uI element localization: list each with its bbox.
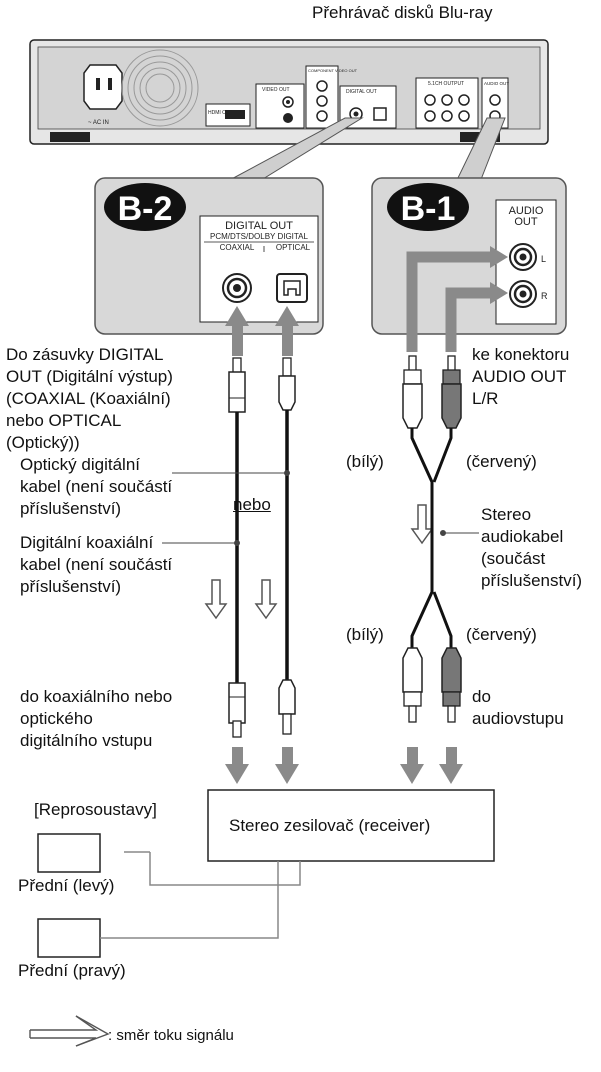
optical-cable-label: Optický digitální kabel (není součástí p… bbox=[20, 455, 173, 518]
white-bottom-label: (bílý) bbox=[346, 625, 384, 644]
coaxial-cable bbox=[228, 357, 246, 738]
panel-b2: B-2 DIGITAL OUT PCM/DTS/DOLBY DIGITAL CO… bbox=[94, 177, 324, 335]
multichannel-ports: 5.1CH OUTPUT bbox=[415, 77, 479, 129]
b1-left-label: L bbox=[541, 254, 546, 264]
video-out-label: VIDEO OUT bbox=[262, 87, 290, 93]
digital-cable-arrows bbox=[225, 306, 299, 356]
badge-b1 bbox=[387, 183, 469, 231]
b2-coaxial-label: COAXIAL bbox=[220, 243, 255, 252]
component-label: COMPONENT VIDEO OUT bbox=[308, 68, 358, 73]
badge-b2-label: B-2 bbox=[118, 190, 173, 228]
hdmi-port: HDMI OUT bbox=[205, 103, 251, 127]
audio-input-label: do audiovstupu bbox=[472, 687, 564, 728]
component-ports: COMPONENT VIDEO OUT bbox=[305, 65, 358, 129]
ac-in-label: ~ AC IN bbox=[88, 120, 109, 126]
b2-header2: PCM/DTS/DOLBY DIGITAL bbox=[210, 232, 308, 241]
audio-r-jack: R bbox=[509, 280, 548, 308]
white-top-label: (bílý) bbox=[346, 452, 384, 471]
audio-l-jack: L bbox=[509, 243, 546, 271]
input-arrows bbox=[225, 747, 463, 784]
flow-arrows bbox=[204, 504, 434, 620]
b2-header1: DIGITAL OUT bbox=[225, 220, 293, 232]
optical-jack bbox=[276, 273, 308, 303]
legend-arrow-icon bbox=[29, 1015, 110, 1047]
stereo-cable-label: Stereo audiokabel (součást příslušenství… bbox=[481, 505, 583, 590]
coaxial-jack bbox=[222, 273, 252, 303]
b2-optical-label: OPTICAL bbox=[276, 243, 311, 252]
front-right-label: Přední (pravý) bbox=[18, 961, 126, 980]
red-bottom-label: (červený) bbox=[466, 625, 537, 644]
receiver-label: Stereo zesilovač (receiver) bbox=[229, 816, 431, 835]
speakers bbox=[37, 833, 301, 958]
player-title: Přehrávač disků Blu-ray bbox=[312, 3, 493, 22]
stereo-audio-cable bbox=[402, 355, 462, 723]
digital-out-small-label: DIGITAL OUT bbox=[346, 89, 377, 95]
receiver bbox=[207, 789, 495, 862]
panel-b1: B-1 AUDIO OUT L R bbox=[371, 177, 567, 352]
speaker-left bbox=[37, 833, 101, 873]
leader-lines bbox=[162, 470, 479, 546]
audio-out-description: ke konektoru AUDIO OUT L/R bbox=[472, 345, 570, 408]
speakers-label: [Reprosoustavy] bbox=[34, 800, 157, 819]
digital-out-description: Do zásuvky DIGITAL OUT (Digitální výstup… bbox=[6, 345, 173, 452]
b1-header1: AUDIO bbox=[509, 205, 544, 217]
blu-ray-player: ~ AC IN HDMI OUT VIDEO OUT COMPONENT V bbox=[29, 39, 549, 145]
or-label: nebo bbox=[233, 495, 271, 514]
b1-right-label: R bbox=[541, 291, 548, 301]
red-top-label: (červený) bbox=[466, 452, 537, 471]
audio-out-small-label: AUDIO OUT bbox=[484, 81, 509, 86]
digital-input-label: do koaxiálního nebo optického digitálníh… bbox=[20, 687, 173, 750]
front-left-label: Přední (levý) bbox=[18, 876, 115, 895]
fan-grille bbox=[121, 49, 199, 127]
zoom-lines bbox=[225, 117, 506, 183]
multich-label: 5.1CH OUTPUT bbox=[428, 81, 464, 87]
speaker-right bbox=[37, 918, 101, 958]
hdmi-label: HDMI OUT bbox=[208, 110, 233, 116]
coaxial-cable-label: Digitální koaxiální kabel (není součástí… bbox=[20, 533, 173, 596]
legend-label: : směr toku signálu bbox=[108, 1027, 234, 1044]
badge-b1-label: B-1 bbox=[401, 190, 456, 228]
optical-cable bbox=[278, 357, 296, 735]
b1-header2: OUT bbox=[514, 216, 538, 228]
ac-inlet: ~ AC IN bbox=[83, 64, 123, 126]
video-out-ports: VIDEO OUT bbox=[255, 83, 305, 129]
badge-b2 bbox=[104, 183, 186, 231]
